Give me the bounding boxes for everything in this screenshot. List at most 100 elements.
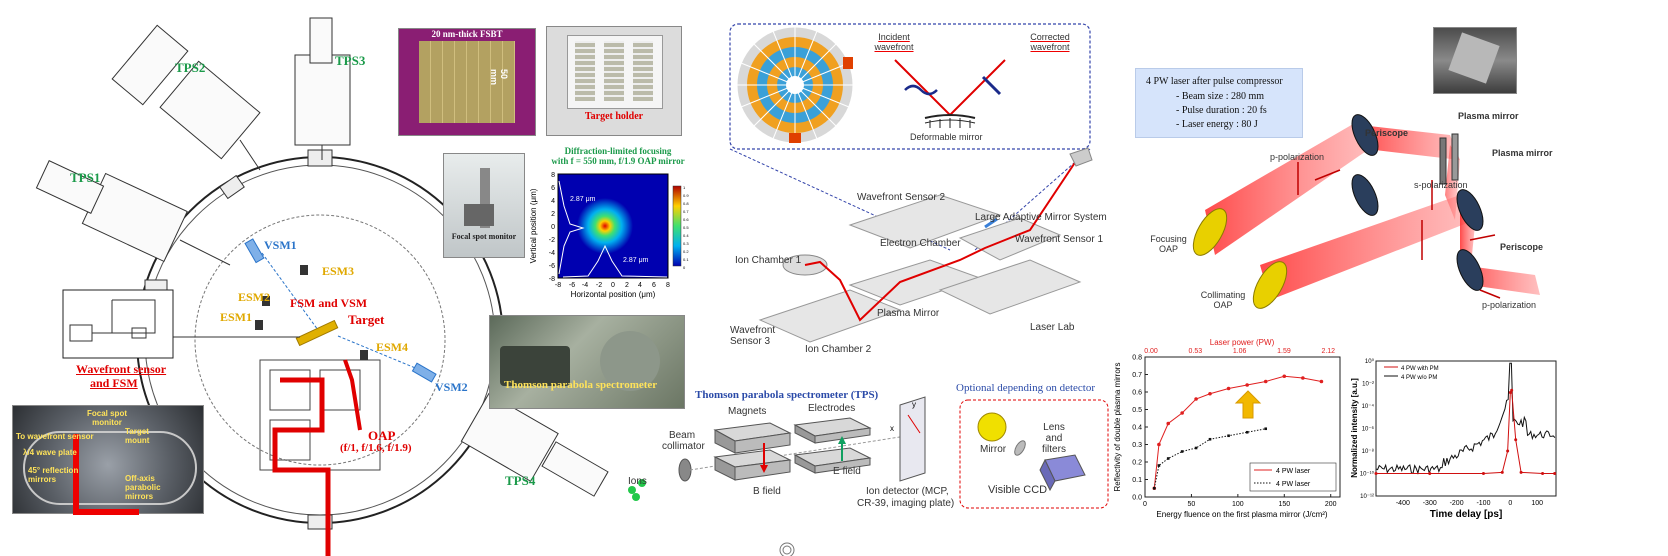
chart1-point (1208, 391, 1212, 396)
mirror-system-diagram (729, 23, 1093, 343)
magnets-label: Magnets (728, 406, 767, 417)
chart1-xtick-label: 200 (1325, 501, 1337, 508)
chart1-point (1282, 374, 1287, 379)
cbar-tick: 1 (683, 185, 686, 190)
chart2-ytick-label: 10⁻¹² (1360, 494, 1374, 500)
pulse-box: 4 PW laser after pulse compressor - Beam… (1135, 68, 1303, 138)
chart2-ytick-label: 10⁻⁶ (1362, 426, 1375, 433)
chart1-point (1226, 386, 1231, 391)
esm3-label: ESM3 (322, 264, 355, 278)
cbar-tick: 0 (683, 265, 686, 270)
focus-xtick: -4 (582, 282, 588, 289)
chart1-series-line (1153, 375, 1322, 489)
beam-collimator-label: Beam collimator (662, 430, 705, 452)
focus-xtick: -6 (569, 282, 575, 289)
wfs1-label: Wavefront Sensor 1 (1015, 234, 1104, 245)
chart1-point (1180, 450, 1184, 453)
chart1-ytick-label: 0.2 (1132, 460, 1142, 467)
tps-photo: Thomson parabola spectrometer (489, 315, 685, 409)
chart1-point (1194, 397, 1198, 401)
b-field-label: B field (753, 486, 781, 497)
chart1-top-tick: 2.12 (1321, 348, 1335, 355)
esm2-label: ESM2 (238, 290, 271, 304)
chamber-inset-photo: Focal spot monitor To wavefront sensor T… (12, 405, 204, 515)
chart2-ytick-label: 10⁻⁴ (1362, 403, 1375, 410)
focus-ytick: -8 (549, 276, 555, 283)
focal-spot-label: Focal spot monitor (451, 232, 517, 241)
reflectivity-chart: Laser power (PW) Energy fluence on the f… (1113, 338, 1341, 519)
ccd-label: Visible CCD (988, 484, 1048, 496)
focus-ytick: 6 (551, 185, 555, 192)
chart2-point (1500, 470, 1504, 474)
focus-ytick: -4 (549, 250, 555, 257)
chart1-ytick-label: 0.3 (1132, 442, 1142, 449)
chart2-xtick-label: -300 (1423, 500, 1437, 507)
chart1-ylabel: Reflectivity of double plasma mirrors (1113, 363, 1122, 492)
wavefront-fsm-label-1: Wavefront sensor (76, 362, 167, 376)
deformable-label: Deformable mirror (910, 132, 983, 142)
chart2-point (1481, 472, 1485, 475)
lams-label: Large Adaptive Mirror System (975, 212, 1107, 223)
electrodes-label: Electrodes (808, 403, 856, 414)
cbar-tick: 0.4 (683, 233, 689, 238)
chart1-top-tick: 1.59 (1277, 348, 1291, 355)
top-axis-label: Laser power (PW) (1210, 338, 1275, 347)
plasma-mirror-b-label: Plasma mirror (1492, 148, 1553, 158)
cbar-tick: 0.8 (683, 201, 689, 206)
fsbt-label: 20 nm-thick FSBT (431, 29, 503, 39)
cbar-tick: 0.2 (683, 249, 689, 254)
chart1-ytick-label: 0.6 (1132, 390, 1142, 397)
cbar-tick: 0.9 (683, 193, 689, 198)
p-pol-top-label: p-polarization (1270, 152, 1325, 162)
inset-focal-spot-label: Focal spot monitor (86, 409, 127, 427)
chart2-xtick-label: 100 (1531, 500, 1543, 507)
inset-reflection-label: 45° reflection mirrors (28, 466, 79, 484)
inset-to-wfs-label: To wavefront sensor (16, 432, 94, 441)
target-label: Target (348, 312, 385, 327)
focus-ytick: -6 (549, 263, 555, 270)
tps2-label: TPS2 (175, 60, 206, 75)
electron-chamber-label: Electron Chamber (880, 238, 961, 249)
chart2-series-wo-pm (1375, 362, 1556, 476)
chart1-ytick-label: 0.5 (1132, 407, 1142, 414)
chart1-point (1319, 379, 1324, 384)
chart2-xtick-label: -100 (1476, 500, 1490, 507)
chart1-legend-1: 4 PW laser (1276, 468, 1311, 475)
tps-diagram-title: Thomson parabola spectrometer (TPS) (695, 389, 879, 401)
focus-xtick: -8 (555, 282, 561, 289)
oap-f-label: (f/1, f/1.6, f/1.9) (340, 442, 412, 454)
detector-label-1: Ion detector (MCP, (866, 486, 949, 497)
chart2-legend-1: 4 PW with PM (1401, 366, 1439, 372)
target-holder-photo: Target holder (546, 26, 682, 136)
chart1-legend-2: 4 PW laser (1276, 481, 1311, 488)
focus-xtick: -2 (596, 282, 602, 289)
pulse-line2: - Beam size : 280 mm (1176, 91, 1265, 102)
chart1-point (1264, 427, 1268, 431)
focus-plot: 2.87 μm 2.87 μm -8 -6 -4 -2 0 2 4 6 8 8 … (529, 172, 689, 299)
focal-spot-photo: Focal spot monitor (443, 153, 525, 258)
chart1-point (1227, 434, 1230, 438)
chart1-xlabel: Energy fluence on the first plasma mirro… (1156, 510, 1327, 519)
chart1-point (1152, 486, 1156, 490)
cbar-tick: 0.3 (683, 241, 689, 246)
chart2-point (1541, 472, 1545, 475)
cbar-tick: 0.5 (683, 225, 689, 230)
chart2-point (1553, 472, 1557, 475)
focus-ylabel: Vertical position (μm) (529, 188, 538, 263)
esm1-label: ESM1 (220, 310, 253, 324)
svg-text:y: y (912, 400, 916, 409)
focus-xtick: 4 (638, 282, 642, 289)
chart2-xtick-label: 0 (1508, 500, 1512, 507)
cbar-tick: 0.7 (683, 209, 689, 214)
chart2-ytick-label: 10⁻¹⁰ (1360, 471, 1375, 478)
chart1-point (1263, 379, 1268, 384)
watermark-icon (779, 542, 795, 556)
tps4-label: TPS4 (505, 473, 536, 488)
chart1-xtick-label: 0 (1143, 501, 1147, 508)
chart2-xlabel: Time delay [ps] (1430, 509, 1503, 520)
fsbt-dim-label: 50 mm (489, 69, 509, 86)
incident-label: Incident wavefront (874, 32, 914, 52)
chart2-ylabel: Normalized intensity [a.u.] (1350, 378, 1359, 478)
vsm2-label: VSM2 (435, 380, 468, 394)
chart1-point (1166, 457, 1170, 460)
